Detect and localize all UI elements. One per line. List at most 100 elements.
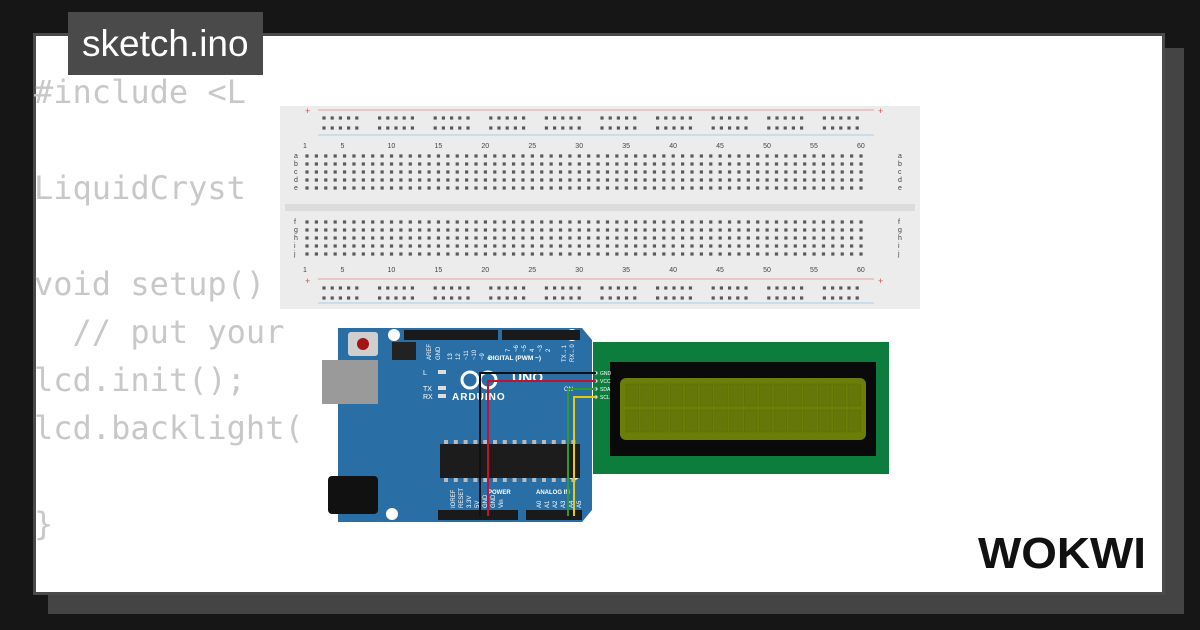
breadboard-hole[interactable] xyxy=(577,296,581,300)
breadboard-hole[interactable] xyxy=(615,252,619,256)
breadboard-hole[interactable] xyxy=(681,162,685,166)
breadboard-hole[interactable] xyxy=(338,296,342,300)
breadboard-hole[interactable] xyxy=(840,186,844,190)
breadboard-hole[interactable] xyxy=(821,170,826,174)
breadboard-hole[interactable] xyxy=(756,220,760,224)
breadboard-hole[interactable] xyxy=(605,244,610,248)
breadboard-hole[interactable] xyxy=(483,228,488,232)
breadboard-hole[interactable] xyxy=(408,170,412,174)
breadboard-hole[interactable] xyxy=(812,220,816,224)
breadboard-hole[interactable] xyxy=(728,126,732,130)
breadboard-hole[interactable] xyxy=(418,220,422,224)
breadboard-hole[interactable] xyxy=(793,162,797,166)
breadboard-hole[interactable] xyxy=(558,244,563,248)
breadboard-hole[interactable] xyxy=(831,126,835,130)
breadboard-hole[interactable] xyxy=(352,178,356,182)
breadboard-hole[interactable] xyxy=(850,186,854,190)
breadboard-hole[interactable] xyxy=(671,252,675,256)
breadboard-hole[interactable] xyxy=(558,186,563,190)
breadboard-hole[interactable] xyxy=(553,126,557,130)
breadboard-hole[interactable] xyxy=(361,252,365,256)
breadboard-hole[interactable] xyxy=(465,220,469,224)
breadboard-hole[interactable] xyxy=(465,186,469,190)
breadboard-hole[interactable] xyxy=(859,162,863,166)
breadboard-hole[interactable] xyxy=(608,126,612,130)
breadboard-hole[interactable] xyxy=(737,244,741,248)
breadboard-hole[interactable] xyxy=(418,178,422,182)
breadboard-hole[interactable] xyxy=(681,170,685,174)
breadboard-hole[interactable] xyxy=(418,186,422,190)
breadboard-hole[interactable] xyxy=(502,236,506,240)
breadboard-hole[interactable] xyxy=(436,186,441,190)
breadboard-hole[interactable] xyxy=(643,154,647,158)
breadboard-hole[interactable] xyxy=(690,186,694,190)
breadboard-hole[interactable] xyxy=(718,220,722,224)
breadboard-hole[interactable] xyxy=(511,186,516,190)
breadboard-hole[interactable] xyxy=(765,220,769,224)
breadboard-hole[interactable] xyxy=(699,228,703,232)
breadboard-hole[interactable] xyxy=(465,178,469,182)
breadboard-hole[interactable] xyxy=(371,220,375,224)
breadboard-hole[interactable] xyxy=(859,252,863,256)
breadboard-hole[interactable] xyxy=(765,236,769,240)
breadboard-hole[interactable] xyxy=(577,186,581,190)
breadboard-hole[interactable] xyxy=(859,170,863,174)
breadboard-hole[interactable] xyxy=(774,186,779,190)
breadboard-hole[interactable] xyxy=(330,116,334,120)
breadboard-hole[interactable] xyxy=(521,220,525,224)
breadboard-hole[interactable] xyxy=(656,286,660,290)
breadboard-hole[interactable] xyxy=(840,178,844,182)
breadboard-hole[interactable] xyxy=(690,228,694,232)
breadboard-hole[interactable] xyxy=(553,296,557,300)
wire-vcc[interactable] xyxy=(487,380,596,516)
breadboard-hole[interactable] xyxy=(737,162,741,166)
breadboard-hole[interactable] xyxy=(540,162,544,166)
breadboard-hole[interactable] xyxy=(784,244,788,248)
breadboard-hole[interactable] xyxy=(458,286,462,290)
breadboard-hole[interactable] xyxy=(446,162,450,166)
breadboard-hole[interactable] xyxy=(855,126,859,130)
breadboard-hole[interactable] xyxy=(727,236,732,240)
breadboard-hole[interactable] xyxy=(466,126,470,130)
breadboard-hole[interactable] xyxy=(624,170,628,174)
breadboard-hole[interactable] xyxy=(446,228,450,232)
breadboard-hole[interactable] xyxy=(489,126,493,130)
breadboard-hole[interactable] xyxy=(803,170,807,174)
breadboard-hole[interactable] xyxy=(446,178,450,182)
breadboard-hole[interactable] xyxy=(587,154,591,158)
breadboard-hole[interactable] xyxy=(625,126,629,130)
breadboard-hole[interactable] xyxy=(625,286,629,290)
breadboard-hole[interactable] xyxy=(793,154,797,158)
breadboard-hole[interactable] xyxy=(549,186,553,190)
breadboard-hole[interactable] xyxy=(483,244,488,248)
breadboard-hole[interactable] xyxy=(859,178,863,182)
breadboard-hole[interactable] xyxy=(652,186,657,190)
breadboard-hole[interactable] xyxy=(474,244,478,248)
breadboard-hole[interactable] xyxy=(402,296,406,300)
breadboard-hole[interactable] xyxy=(709,244,713,248)
breadboard-hole[interactable] xyxy=(774,220,779,224)
breadboard-hole[interactable] xyxy=(378,126,382,130)
breadboard-hole[interactable] xyxy=(314,252,318,256)
breadboard-hole[interactable] xyxy=(568,154,572,158)
breadboard-hole[interactable] xyxy=(502,178,506,182)
breadboard-hole[interactable] xyxy=(699,252,703,256)
breadboard-hole[interactable] xyxy=(521,186,525,190)
breadboard-hole[interactable] xyxy=(513,296,517,300)
breadboard-hole[interactable] xyxy=(322,286,326,290)
breadboard-hole[interactable] xyxy=(418,154,422,158)
breadboard-hole[interactable] xyxy=(624,178,628,182)
breadboard-hole[interactable] xyxy=(342,154,347,158)
breadboard-hole[interactable] xyxy=(577,178,581,182)
breadboard-hole[interactable] xyxy=(793,170,797,174)
breadboard-hole[interactable] xyxy=(568,186,572,190)
breadboard-hole[interactable] xyxy=(791,286,795,290)
breadboard-hole[interactable] xyxy=(347,296,351,300)
breadboard-hole[interactable] xyxy=(608,116,612,120)
breadboard-hole[interactable] xyxy=(850,228,854,232)
breadboard-hole[interactable] xyxy=(399,228,403,232)
breadboard-hole[interactable] xyxy=(489,116,493,120)
breadboard-hole[interactable] xyxy=(394,116,398,120)
breadboard-hole[interactable] xyxy=(587,220,591,224)
breadboard-hole[interactable] xyxy=(718,178,722,182)
